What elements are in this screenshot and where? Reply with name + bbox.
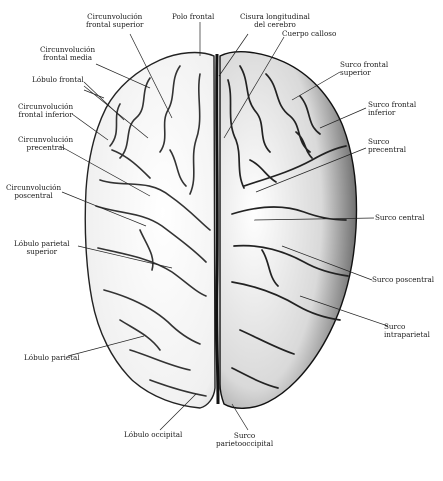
right-hemisphere [219,51,358,409]
right-sulci [227,65,349,389]
left-sulci [95,65,211,397]
leader-lines [59,22,389,431]
label-lobulo-parietal: Lóbulo parietal [24,353,80,362]
label-surco-poscentral: Surco poscentral [372,275,435,284]
label-lobulo-occipital: Lóbulo occipital [124,430,183,439]
label-polo-frontal: Polo frontal [172,12,215,21]
label-cuerpo-calloso: Cuerpo calloso [282,29,337,38]
longitudinal-fissure [215,53,220,405]
label-surco-central: Surco central [375,213,425,222]
label-lobulo-frontal: Lóbulo frontal [32,75,84,84]
left-hemisphere [84,51,216,409]
